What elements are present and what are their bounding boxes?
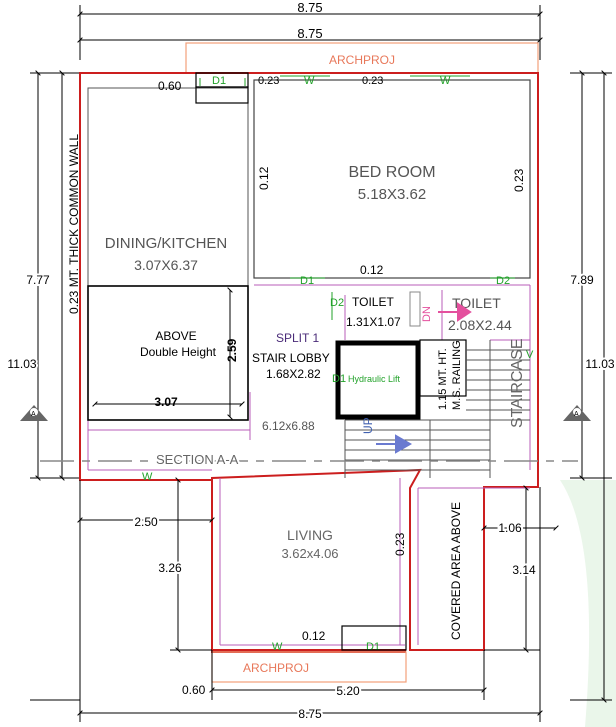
dim-left-7-77: 7.77 — [26, 273, 50, 287]
dim-right-11-03: 11.03 — [585, 357, 614, 371]
opening-d1-lift: D1 — [332, 373, 346, 385]
dim-bottom-left: 0.60 — [182, 683, 206, 697]
top-dimensions — [77, 5, 543, 60]
opening-d1-bed: D1 — [300, 275, 314, 287]
dim-right-1-06: 1.06 — [498, 521, 522, 535]
section-label: SECTION A-A — [156, 452, 239, 467]
opening-w-top: W — [304, 75, 315, 87]
dim-left-11-03: 11.03 — [7, 357, 36, 371]
staircase-label: STAIRCASE — [509, 339, 526, 429]
svg-text:A: A — [31, 411, 36, 418]
dim-left-2-50: 2.50 — [134, 515, 158, 529]
dn-label: DN — [421, 306, 433, 322]
dn-arrow — [438, 302, 472, 322]
outer-boundary — [79, 72, 539, 653]
stair-treads — [344, 340, 530, 478]
bedroom-size: 5.18X3.62 — [358, 186, 426, 203]
archproj-top-label: ARCHPROJ — [329, 53, 395, 67]
dim-left-3-26: 3.26 — [158, 561, 182, 575]
toilet1-name: TOILET — [352, 295, 394, 309]
up-arrow — [376, 434, 413, 454]
dim-right-7-89: 7.89 — [570, 273, 594, 287]
living-size: 3.62x4.06 — [281, 546, 338, 561]
toilet1-size: 1.31X1.07 — [346, 315, 401, 329]
section-mark-left: A — [20, 405, 48, 421]
railing-line1: 1.15 MT. HT. — [437, 348, 449, 410]
opening-d1-top: D1 — [212, 75, 226, 87]
svg-text:A: A — [574, 411, 579, 418]
above-line2: Double Height — [140, 345, 217, 359]
watermark-shape — [560, 480, 616, 727]
dining-size: 3.07X6.37 — [134, 257, 198, 273]
split-label: SPLIT 1 — [276, 331, 319, 345]
hydraulic-lift-label: Hydraulic Lift — [348, 374, 401, 384]
dim-top-overall-1: 8.75 — [297, 0, 322, 15]
stair-lobby-size: 1.68X2.82 — [266, 367, 321, 381]
dim-bed-right: 0.23 — [512, 168, 526, 192]
opening-w-top-2: W — [440, 75, 451, 87]
dim-top-left-0-60: 0.60 — [158, 79, 182, 93]
opening-w-living: W — [272, 641, 283, 653]
stair-lobby-name: STAIR LOBBY — [252, 351, 330, 365]
double-height-box — [87, 285, 249, 421]
opening-d2-bed: D2 — [496, 275, 510, 287]
above-line1: ABOVE — [155, 329, 196, 343]
dim-top-overall-2: 8.75 — [297, 26, 322, 41]
bedroom-outline — [253, 79, 531, 279]
hall-size: 6.12x6.88 — [262, 419, 315, 433]
note-common-wall: 0.23 MT. THICK COMMON WALL — [67, 134, 81, 314]
dim-bottom-inner: 5.20 — [336, 684, 360, 698]
dim-right-3-14: 3.14 — [512, 563, 536, 577]
railing-line2: M.S. RAILING — [451, 340, 463, 410]
dim-above-height: 2.59 — [225, 338, 239, 362]
dim-bottom-overall: 8.75 — [298, 707, 322, 721]
covered-area-label: COVERED AREA ABOVE — [449, 502, 463, 640]
up-label: UP — [361, 417, 375, 434]
bedroom-name: BED ROOM — [348, 164, 435, 181]
dim-bed-left: 0.12 — [257, 166, 271, 190]
dim-above-width: 3.07 — [154, 395, 178, 409]
opening-v: V — [526, 349, 534, 361]
dim-wall-0-23-a: 0.23 — [258, 75, 279, 87]
dim-living-bottom: 0.12 — [302, 629, 326, 643]
section-mark-right: A — [563, 405, 591, 421]
dim-living-right: 0.23 — [393, 532, 407, 556]
opening-d1-living: D1 — [366, 641, 380, 653]
opening-d2-toilet: D2 — [330, 297, 344, 309]
lift-shaft — [335, 340, 421, 420]
dining-name: DINING/KITCHEN — [105, 235, 228, 252]
living-name: LIVING — [287, 527, 333, 543]
archproj-bottom-label: ARCHPROJ — [243, 661, 309, 675]
living-entry-block — [341, 625, 407, 651]
opening-w-living-top: W — [142, 471, 153, 483]
toilet2-size: 2.08X2.44 — [448, 317, 512, 333]
dim-bed-bottom: 0.12 — [360, 263, 384, 277]
dim-wall-0-23-b: 0.23 — [362, 75, 383, 87]
